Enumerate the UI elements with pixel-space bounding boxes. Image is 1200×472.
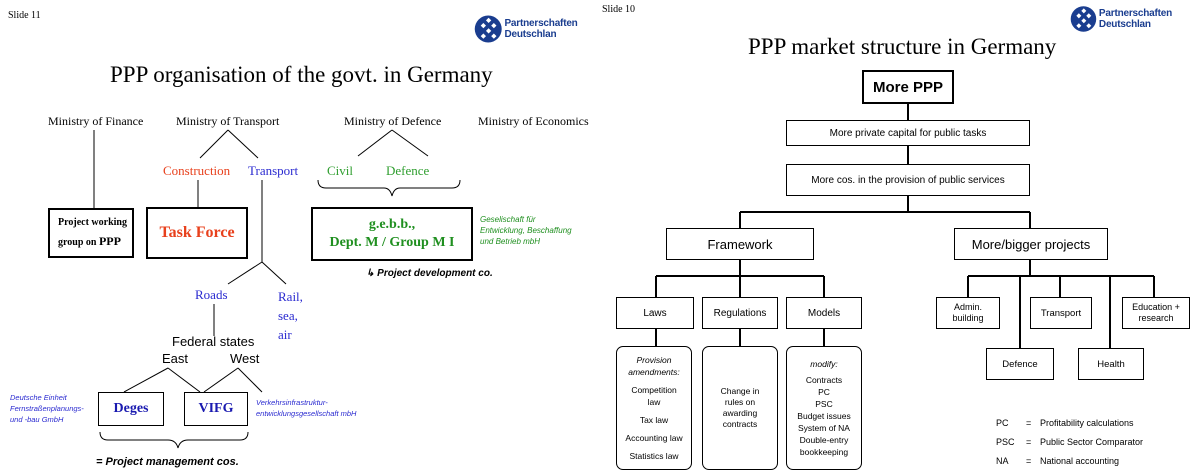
regulations-box: Regulations	[702, 297, 778, 329]
laws-item-tax: Tax law	[639, 415, 669, 425]
laws-box: Laws	[616, 297, 694, 329]
vifg-box: VIFG	[184, 392, 248, 426]
laws-detail-heading-line1: Provision	[636, 355, 672, 365]
ministry-finance: Ministry of Finance	[48, 114, 144, 128]
project-dev-label: ↳ Project development co.	[366, 268, 493, 279]
market-connector-lines	[655, 104, 1155, 348]
branch-construction: Construction	[163, 163, 231, 178]
regulations-line3: awarding	[722, 408, 758, 418]
gebb-line2: Dept. M / Group M I	[329, 235, 455, 250]
pwg-ppp: PPP	[98, 234, 121, 248]
models-item-contracts: Contracts	[805, 375, 843, 385]
page-title: PPP organisation of the govt. in Germany	[110, 62, 493, 87]
models-item-double-entry: Double-entry	[799, 435, 849, 445]
rail-line2: sea,	[278, 308, 298, 323]
models-box: Models	[786, 297, 862, 329]
more-ppp-box: More PPP	[862, 70, 954, 104]
rail-line3: air	[278, 327, 292, 342]
gebb-note-line3: und Betrieb mbH	[480, 237, 541, 246]
deges-note: Deutsche Einheit Fernstraßenplanungs- un…	[10, 392, 84, 425]
east-label: East	[162, 351, 189, 366]
pwg-line1: Project working	[58, 217, 127, 228]
more-cos-box: More cos. in the provision of public ser…	[786, 164, 1030, 196]
project-working-group-box: Project working group on PPP	[48, 208, 134, 258]
models-item-bookkeeping: bookkeeping	[799, 447, 849, 457]
branch-defence: Defence	[386, 163, 430, 178]
private-capital-box: More private capital for public tasks	[786, 120, 1030, 146]
logo-text: Partnerschaften Deutschlan	[1098, 8, 1173, 30]
admin-line2: building	[952, 313, 984, 323]
models-item-budget: Budget issues	[797, 411, 851, 421]
vifg-note: Verkehrsinfrastruktur- entwicklungsgesel…	[256, 397, 356, 419]
logo: Partnerschaften Deutschlan	[474, 10, 600, 48]
legend-row: PSC=Public Sector Comparator	[996, 437, 1144, 447]
laws-item-accounting: Accounting law	[625, 433, 683, 443]
admin-building-box: Admin. building	[936, 297, 1000, 329]
logo-text: Partnerschaften Deutschlan	[504, 18, 578, 40]
logo-icon	[1070, 6, 1097, 32]
branch-civil: Civil	[327, 163, 354, 178]
deges-note-line1: Deutsche Einheit	[10, 393, 67, 402]
regulations-line1: Change in	[720, 386, 760, 396]
rail-line1: Rail,	[278, 289, 303, 304]
deges-note-line2: Fernstraßenplanungs-	[10, 404, 84, 413]
education-line2: research	[1138, 313, 1174, 323]
regulations-line4: contracts	[722, 419, 758, 429]
laws-detail-heading-line2: amendments:	[628, 367, 680, 377]
pwg-line2: group on	[58, 237, 97, 248]
roads-label: Roads	[195, 287, 228, 302]
projects-box: More/bigger projects	[954, 228, 1108, 260]
vifg-note-line2: entwicklungsgesellschaft mbH	[256, 409, 357, 418]
gebb-line1: g.e.b.b.,	[368, 217, 416, 232]
logo: Partnerschaften Deutschlan	[1070, 2, 1200, 36]
admin-line1: Admin.	[953, 302, 982, 312]
models-item-psc: PSC	[815, 399, 833, 409]
west-label: West	[230, 351, 260, 366]
page-title: PPP market structure in Germany	[748, 34, 1057, 59]
abbreviation-legend: PC=Profitability calculations PSC=Public…	[996, 414, 1143, 471]
laws-item-competition: Competition	[631, 385, 677, 395]
gebb-note-line1: Geselischaft für	[480, 215, 536, 224]
legend-row: PC=Profitability calculations	[996, 418, 1134, 428]
slide-10: Slide 10 Partnerschaften Deutschlan PPP …	[600, 0, 1200, 472]
framework-box: Framework	[666, 228, 814, 260]
ministry-economics: Ministry of Economics	[478, 114, 589, 128]
deges-note-line3: und -bau GmbH	[10, 415, 64, 424]
legend-row: NA=National accounting	[996, 456, 1120, 466]
slide-11: Slide 11 Partnerschaften Deutschlan PPP …	[8, 10, 600, 468]
branch-transport: Transport	[248, 163, 299, 178]
gebb-box: g.e.b.b., Dept. M / Group M I	[311, 207, 473, 261]
deges-box: Deges	[98, 392, 164, 426]
task-force-box: Task Force	[146, 207, 248, 259]
federal-states-label: Federal states	[172, 334, 255, 349]
vifg-note-line1: Verkehrsinfrastruktur-	[256, 398, 328, 407]
regulations-line2: rules on	[724, 397, 756, 407]
models-item-na: System of NA	[798, 423, 850, 433]
org-connector-lines	[93, 129, 461, 449]
ministry-transport: Ministry of Transport	[176, 114, 280, 128]
gebb-note-line2: Entwicklung, Beschaffung	[480, 226, 572, 235]
rail-sea-air-label: Rail, sea, air	[278, 287, 303, 344]
education-line1: Education +	[1132, 302, 1180, 312]
slide-label: Slide 10	[602, 4, 636, 15]
defence-box: Defence	[986, 348, 1054, 380]
laws-item-statistics: Statistics law	[629, 451, 679, 461]
logo-icon	[474, 15, 502, 43]
project-mgmt-label: = Project management cos.	[96, 456, 239, 468]
education-box: Education + research	[1122, 297, 1190, 329]
models-detail-heading: modify:	[810, 359, 838, 369]
transport-box: Transport	[1030, 297, 1092, 329]
models-detail-box: modify: Contracts PC PSC Budget issues S…	[786, 346, 862, 470]
health-box: Health	[1078, 348, 1144, 380]
gebb-note: Geselischaft für Entwicklung, Beschaffun…	[480, 214, 572, 247]
laws-item-competition-law: law	[647, 397, 661, 407]
regulations-detail-box: Change in rules on awarding contracts	[702, 346, 778, 470]
laws-detail-box: Provision amendments: Competition law Ta…	[616, 346, 692, 470]
models-item-pc: PC	[818, 387, 830, 397]
slide-label: Slide 11	[8, 10, 41, 21]
ministry-defence: Ministry of Defence	[344, 114, 442, 128]
